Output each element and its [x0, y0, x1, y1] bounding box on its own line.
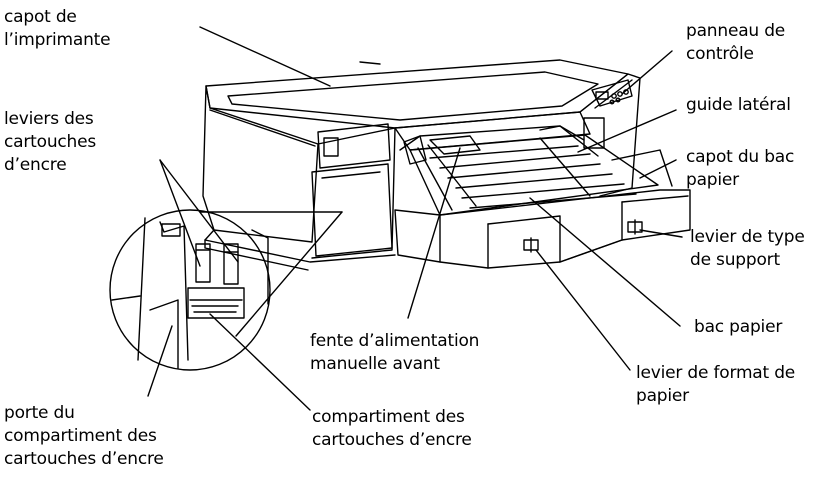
label-ink-levers: leviers des cartouches d’encre	[4, 109, 97, 175]
label-tray-cover: capot du bac papier	[686, 147, 795, 190]
magnified-ink-compartment	[109, 209, 343, 371]
label-manual-slot: fente d’alimentation manuelle avant	[310, 331, 480, 374]
label-control-panel: panneau de contrôle	[686, 21, 786, 64]
label-ink-compartment: compartiment des cartouches d’encre	[312, 407, 472, 450]
label-printer-cover: capot de l’imprimante	[4, 7, 111, 50]
label-side-guide: guide latéral	[686, 95, 791, 115]
leader-lines	[147, 26, 683, 411]
label-paper-tray: bac papier	[694, 317, 783, 337]
label-media-lever: levier de type de support	[690, 227, 805, 270]
label-compartment-door: porte du compartiment des cartouches d’e…	[4, 403, 164, 469]
printer-illustration	[202, 59, 691, 271]
label-size-lever: levier de format de papier	[636, 363, 796, 406]
